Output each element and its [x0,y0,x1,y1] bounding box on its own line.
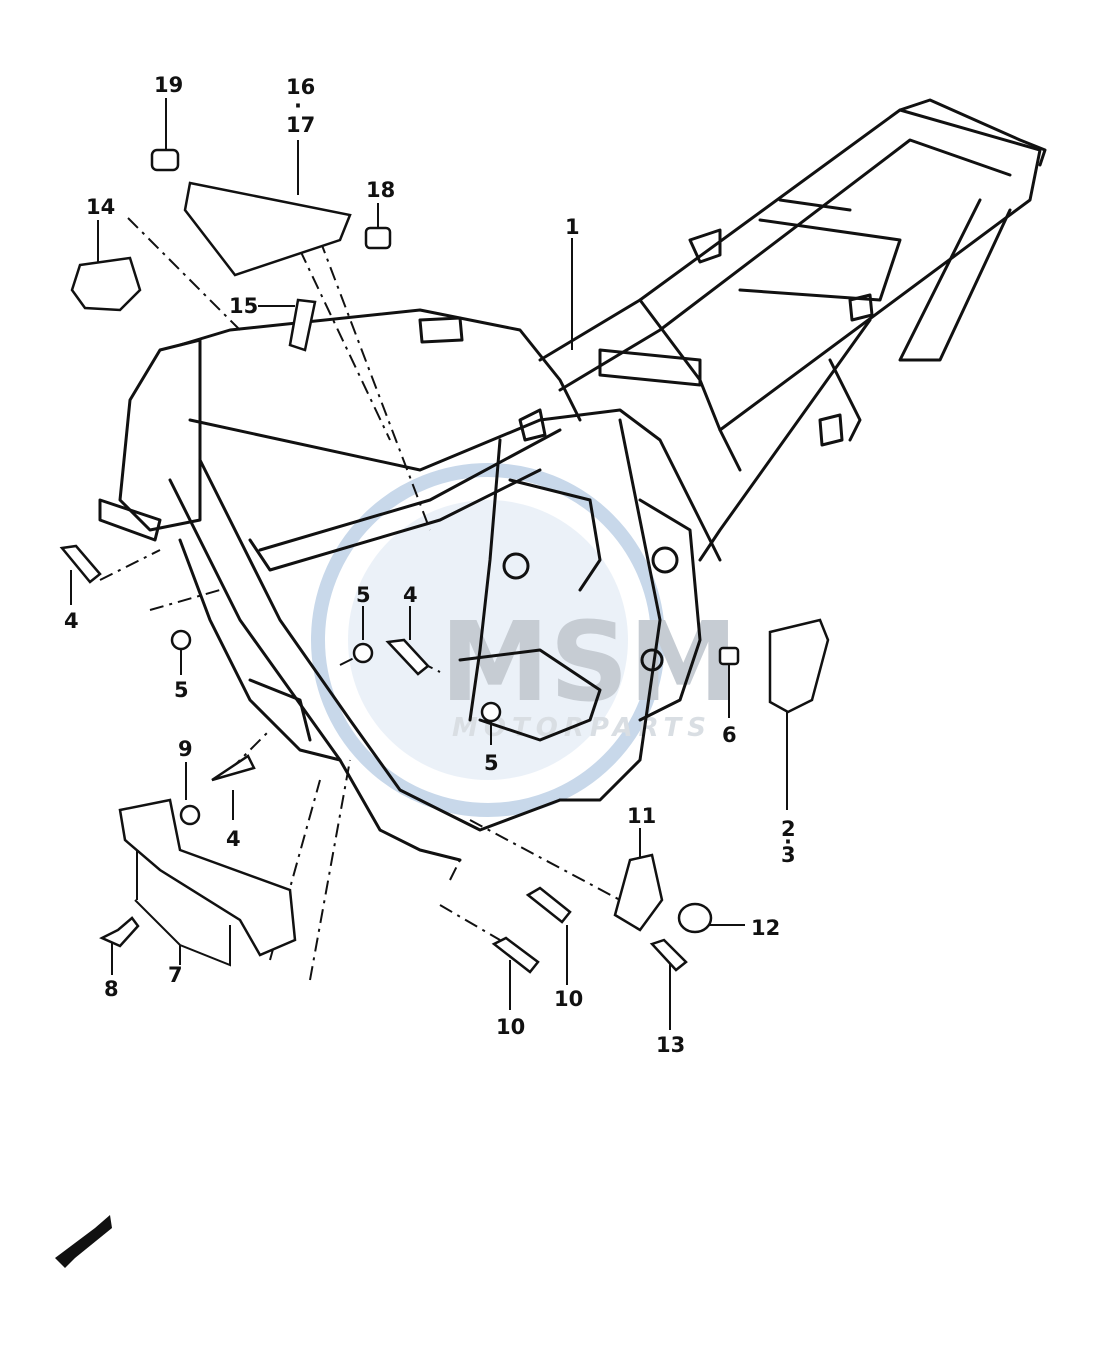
callout-10a: 10 [496,1015,525,1039]
nut-5b [352,642,374,664]
bolt-15 [288,298,317,352]
plate-2-3 [768,618,830,714]
callout-9: 9 [178,737,193,761]
bolt-4a [59,544,102,584]
nut-5a [170,629,192,651]
cap-14 [70,256,142,312]
callout-15: 15 [229,294,258,318]
cover-16-17 [183,181,352,277]
callout-5c: 5 [484,751,499,775]
bolt-4b [385,638,430,676]
callout-2: 2 [781,817,796,841]
callout-dot-16-17: · [294,94,302,118]
watermark: MSM MOTORPARTS [311,463,738,817]
callout-1: 1 [565,215,580,239]
bolt-8 [99,916,140,948]
callout-dot-2-3: · [784,830,792,854]
callout-19: 19 [154,73,183,97]
callout-13: 13 [656,1033,685,1057]
callout-4b: 4 [403,583,418,607]
callout-5a: 5 [174,678,189,702]
nut-9 [179,804,201,826]
callout-14: 14 [86,195,115,219]
callout-10b: 10 [554,987,583,1011]
callout-4a: 4 [64,609,79,633]
callout-3: 3 [781,843,796,867]
bolt-13 [649,938,688,972]
callout-labels: 1 2 3 4 4 4 5 5 5 6 7 8 9 10 10 11 12 13… [64,73,796,1057]
bolt-4c [211,754,256,782]
callout-6: 6 [722,723,737,747]
callout-7: 7 [168,963,183,987]
callout-11: 11 [627,804,656,828]
bushing-12 [677,902,713,934]
bracket-7 [118,798,297,957]
callout-5b: 5 [356,583,371,607]
callout-8: 8 [104,977,119,1001]
callout-12: 12 [751,916,780,940]
callout-16: 16 [286,75,315,99]
main-frame [98,98,1047,862]
bolt-10b [491,936,540,974]
small-parts [59,148,830,974]
bolt-10a [525,886,572,924]
callout-4c: 4 [226,827,241,851]
grommet-19 [150,148,180,172]
bracket-11 [613,853,664,932]
callout-17: 17 [286,113,315,137]
callout-18: 18 [366,178,395,202]
nut-5c [480,701,502,723]
front-direction-arrow [55,1215,112,1268]
screw-6 [718,646,740,666]
screw-18 [364,226,392,250]
